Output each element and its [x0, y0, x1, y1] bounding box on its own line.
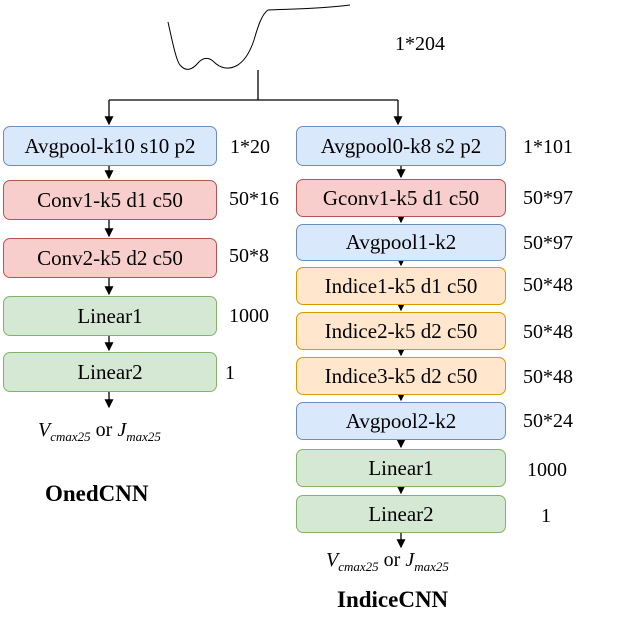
indicecnn-dim-linear1: 1000: [527, 459, 567, 481]
indicecnn-layer-avgpool1: Avgpool1-k2: [296, 224, 506, 261]
indicecnn-dim-indice3: 50*48: [523, 366, 573, 388]
indicecnn-dim-indice2: 50*48: [523, 321, 573, 343]
indicecnn-dim-avgpool0: 1*101: [523, 136, 573, 158]
indicecnn-layer-avgpool2: Avgpool2-k2: [296, 402, 506, 440]
indicecnn-layer-indice2: Indice2-k5 d2 c50: [296, 312, 506, 350]
indicecnn-dim-gconv1: 50*97: [523, 187, 573, 209]
onedcnn-dim-linear1: 1000: [229, 305, 269, 327]
onedcnn-layer-avgpool: Avgpool-k10 s10 p2: [3, 126, 217, 166]
indicecnn-layer-linear2: Linear2: [296, 495, 506, 533]
input-size-label: 1*204: [395, 33, 445, 55]
indicecnn-output-v-sub: cmax25: [338, 559, 379, 574]
onedcnn-dim-avgpool: 1*20: [230, 136, 270, 158]
onedcnn-dim-conv2: 50*8: [229, 245, 269, 267]
indicecnn-output-v: V: [326, 549, 339, 571]
indicecnn-layer-indice3: Indice3-k5 d2 c50: [296, 357, 506, 395]
indicecnn-dim-avgpool2: 50*24: [523, 410, 573, 432]
input-signal-curve: [167, 4, 351, 70]
onedcnn-dim-conv1: 50*16: [229, 188, 279, 210]
onedcnn-output-j: J: [117, 419, 127, 441]
indicecnn-layer-linear1: Linear1: [296, 449, 506, 487]
indicecnn-layer-indice1: Indice1-k5 d1 c50: [296, 267, 506, 305]
onedcnn-output-or: or: [90, 419, 118, 441]
onedcnn-layer-conv1: Conv1-k5 d1 c50: [3, 180, 217, 220]
onedcnn-layer-conv2: Conv2-k5 d2 c50: [3, 238, 217, 278]
onedcnn-dim-linear2: 1: [225, 362, 235, 384]
onedcnn-layer-linear1: Linear1: [3, 296, 217, 336]
indicecnn-title: IndiceCNN: [337, 587, 449, 612]
indicecnn-dim-linear2: 1: [541, 505, 551, 527]
indicecnn-output-label: Vcmax25 or Jmax25: [326, 550, 449, 573]
onedcnn-layer-linear2: Linear2: [3, 352, 217, 392]
indicecnn-dim-indice1: 50*48: [523, 274, 573, 296]
onedcnn-output-v-sub: cmax25: [50, 429, 91, 444]
indicecnn-output-j-sub: max25: [414, 559, 449, 574]
onedcnn-output-j-sub: max25: [126, 429, 161, 444]
indicecnn-layer-gconv1: Gconv1-k5 d1 c50: [296, 179, 506, 217]
onedcnn-title: OnedCNN: [45, 481, 149, 506]
indicecnn-dim-avgpool1: 50*97: [523, 232, 573, 254]
onedcnn-output-v: V: [38, 419, 51, 441]
indicecnn-layer-avgpool0: Avgpool0-k8 s2 p2: [296, 126, 506, 166]
indicecnn-output-j: J: [405, 549, 415, 571]
indicecnn-output-or: or: [378, 549, 406, 571]
onedcnn-output-label: Vcmax25 or Jmax25: [38, 420, 161, 443]
